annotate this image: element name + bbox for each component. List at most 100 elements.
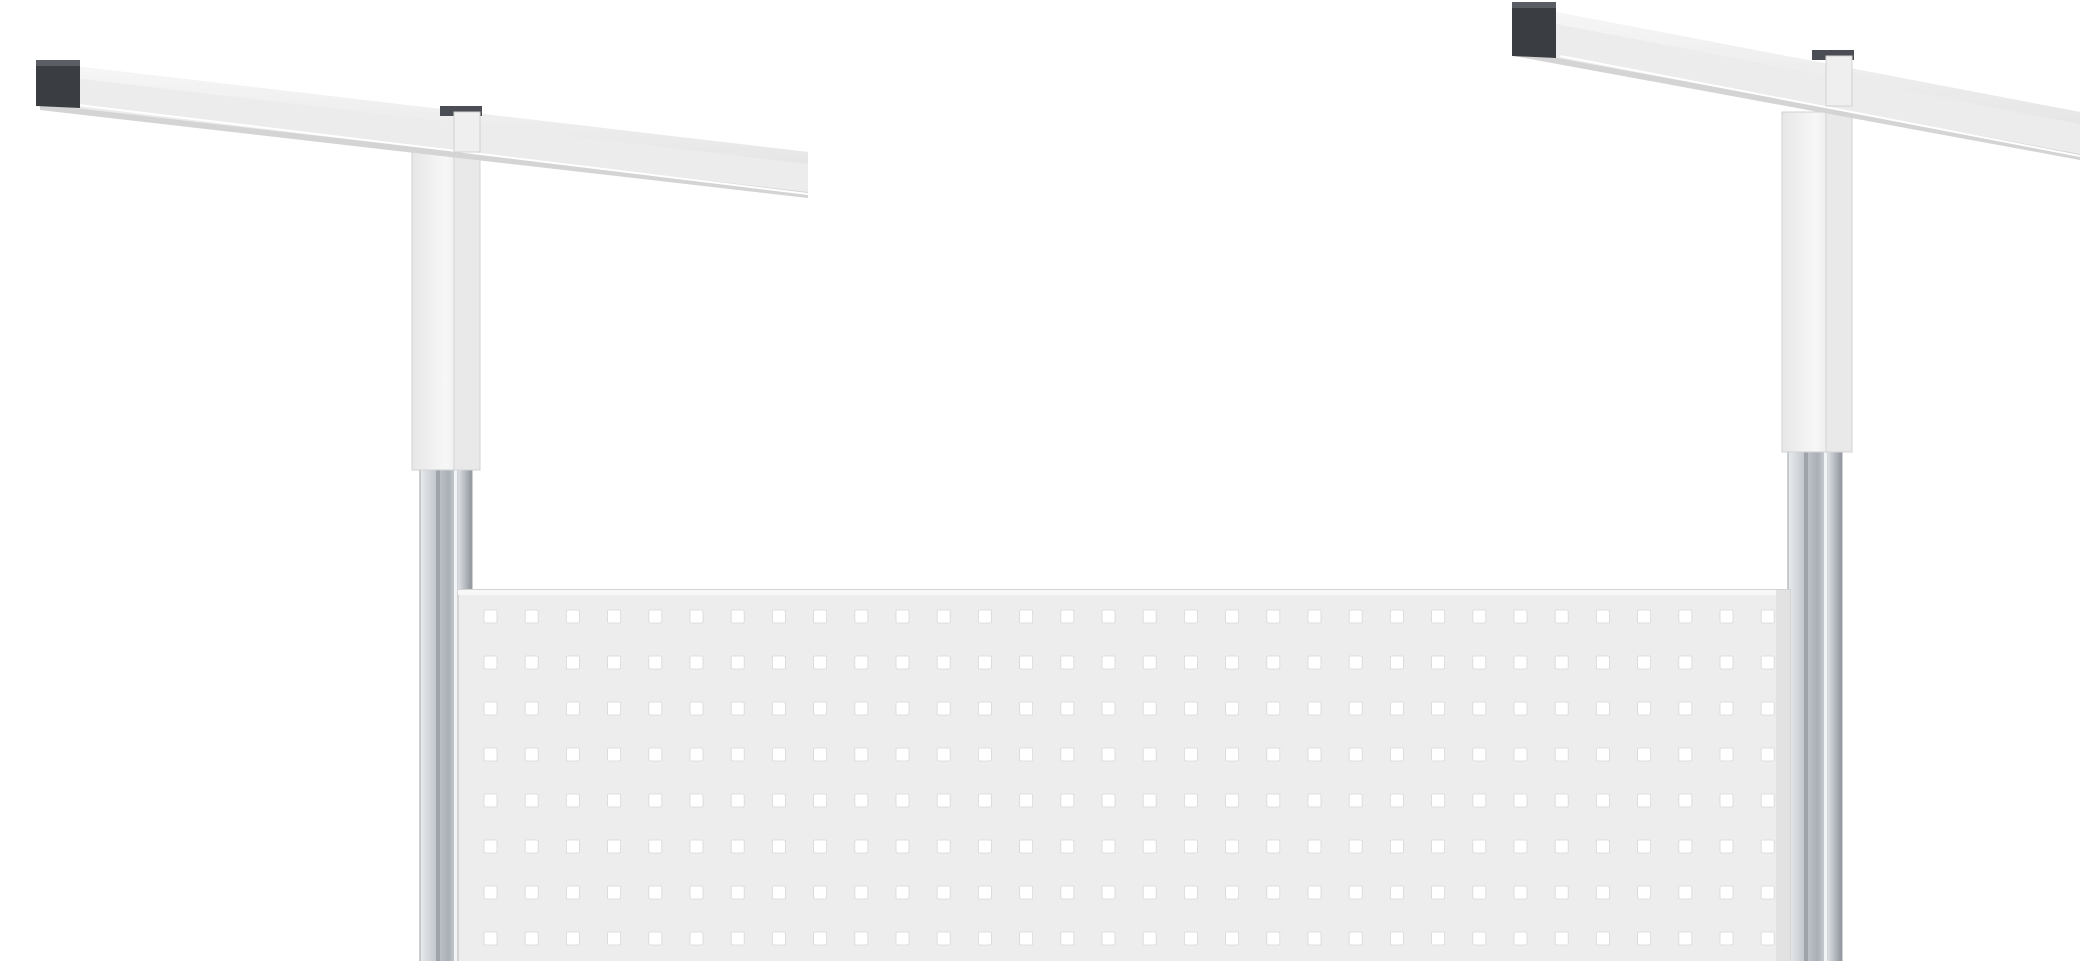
perforation-hole: [1142, 931, 1157, 946]
perforation-hole: [607, 747, 621, 762]
perforation-hole: [1678, 609, 1693, 624]
perforation-hole: [524, 931, 539, 946]
perforation-hole: [895, 793, 910, 808]
perforation-hole: [483, 839, 498, 854]
perforation-hole: [1596, 655, 1610, 670]
perforation-hole: [772, 839, 786, 854]
perforation-hole: [1142, 701, 1157, 716]
perforation-hole: [1307, 885, 1322, 900]
perforation-hole: [607, 701, 621, 716]
perforation-hole: [1472, 793, 1487, 808]
perforation-hole: [689, 701, 704, 716]
perforation-hole: [1142, 793, 1157, 808]
perforation-hole: [1307, 655, 1322, 670]
perforation-hole: [1431, 793, 1445, 808]
perforation-hole: [978, 793, 992, 808]
perforation-hole: [566, 885, 580, 900]
perforation-hole: [936, 885, 951, 900]
perforation-hole: [1678, 747, 1693, 762]
perforation-hole: [730, 931, 745, 946]
perforation-hole: [895, 747, 910, 762]
right-overhead-arm: [1512, 2, 2080, 160]
perforation-hole: [1719, 885, 1734, 900]
perforation-hole: [648, 839, 663, 854]
perforation-hole: [1060, 793, 1075, 808]
perforation-hole: [1348, 747, 1363, 762]
perforation-hole: [1760, 839, 1775, 854]
perforation-hole: [978, 839, 992, 854]
perforation-hole: [813, 609, 827, 624]
perforation-hole: [1678, 655, 1693, 670]
perforation-hole: [607, 793, 621, 808]
perforation-hole: [813, 655, 827, 670]
perforation-hole: [1596, 839, 1610, 854]
perforation-hole: [1596, 793, 1610, 808]
perforation-hole: [1431, 701, 1445, 716]
perforation-hole: [1513, 885, 1528, 900]
perforation-hole: [730, 609, 745, 624]
perforation-hole: [895, 885, 910, 900]
perforation-hole: [1513, 655, 1528, 670]
perforation-hole: [1225, 885, 1239, 900]
perforation-hole: [1554, 747, 1569, 762]
perforation-hole: [1060, 839, 1075, 854]
perforation-hole: [1513, 793, 1528, 808]
perforation-hole: [689, 747, 704, 762]
perforation-hole: [1019, 655, 1033, 670]
perforation-hole: [1596, 609, 1610, 624]
perforation-hole: [1266, 839, 1281, 854]
perforation-hole: [1390, 747, 1404, 762]
perforation-hole: [648, 747, 663, 762]
perforation-hole: [1101, 655, 1116, 670]
perforation-hole: [607, 655, 621, 670]
perforation-hole: [1060, 747, 1075, 762]
perforation-hole: [813, 885, 827, 900]
perforation-hole: [1019, 701, 1033, 716]
perforation-hole: [566, 747, 580, 762]
perforation-hole: [936, 701, 951, 716]
perforation-hole: [607, 931, 621, 946]
perforation-hole: [1101, 609, 1116, 624]
perforation-hole: [1348, 701, 1363, 716]
perforation-hole: [1719, 747, 1734, 762]
perforation-hole: [1431, 747, 1445, 762]
perforation-hole: [1019, 747, 1033, 762]
perforation-hole: [524, 839, 539, 854]
perforation-hole: [936, 609, 951, 624]
perforation-hole: [1554, 701, 1569, 716]
perforation-hole: [772, 885, 786, 900]
perforation-hole: [1019, 885, 1033, 900]
perforation-hole: [854, 701, 869, 716]
perforation-hole: [1513, 609, 1528, 624]
perforation-hole: [1225, 701, 1239, 716]
perforation-hole: [1431, 655, 1445, 670]
perforation-hole: [1266, 747, 1281, 762]
perforation-hole: [1266, 609, 1281, 624]
perforation-hole: [978, 747, 992, 762]
perforation-hole: [566, 655, 580, 670]
perforation-hole: [1719, 793, 1734, 808]
perforation-hole: [1596, 701, 1610, 716]
perforation-hole: [1101, 701, 1116, 716]
perforation-hole: [1637, 747, 1651, 762]
perforation-hole: [730, 885, 745, 900]
perforation-hole: [1472, 931, 1487, 946]
perforation-hole: [1596, 747, 1610, 762]
perforation-hole: [1184, 885, 1198, 900]
perforation-hole: [483, 747, 498, 762]
perforation-hole: [1760, 701, 1775, 716]
perforation-hole: [854, 609, 869, 624]
perforation-hole: [1554, 793, 1569, 808]
right-arm-end-cap: [1512, 2, 1556, 58]
perforation-hole: [1142, 655, 1157, 670]
perforation-hole: [1719, 655, 1734, 670]
perforation-hole: [772, 793, 786, 808]
perforation-hole: [1431, 609, 1445, 624]
perforation-hole: [648, 793, 663, 808]
perforation-hole: [1472, 655, 1487, 670]
perforation-hole: [772, 747, 786, 762]
perforation-hole: [730, 839, 745, 854]
perforation-hole: [1060, 931, 1075, 946]
perforation-hole: [1101, 885, 1116, 900]
perforation-hole: [1142, 839, 1157, 854]
